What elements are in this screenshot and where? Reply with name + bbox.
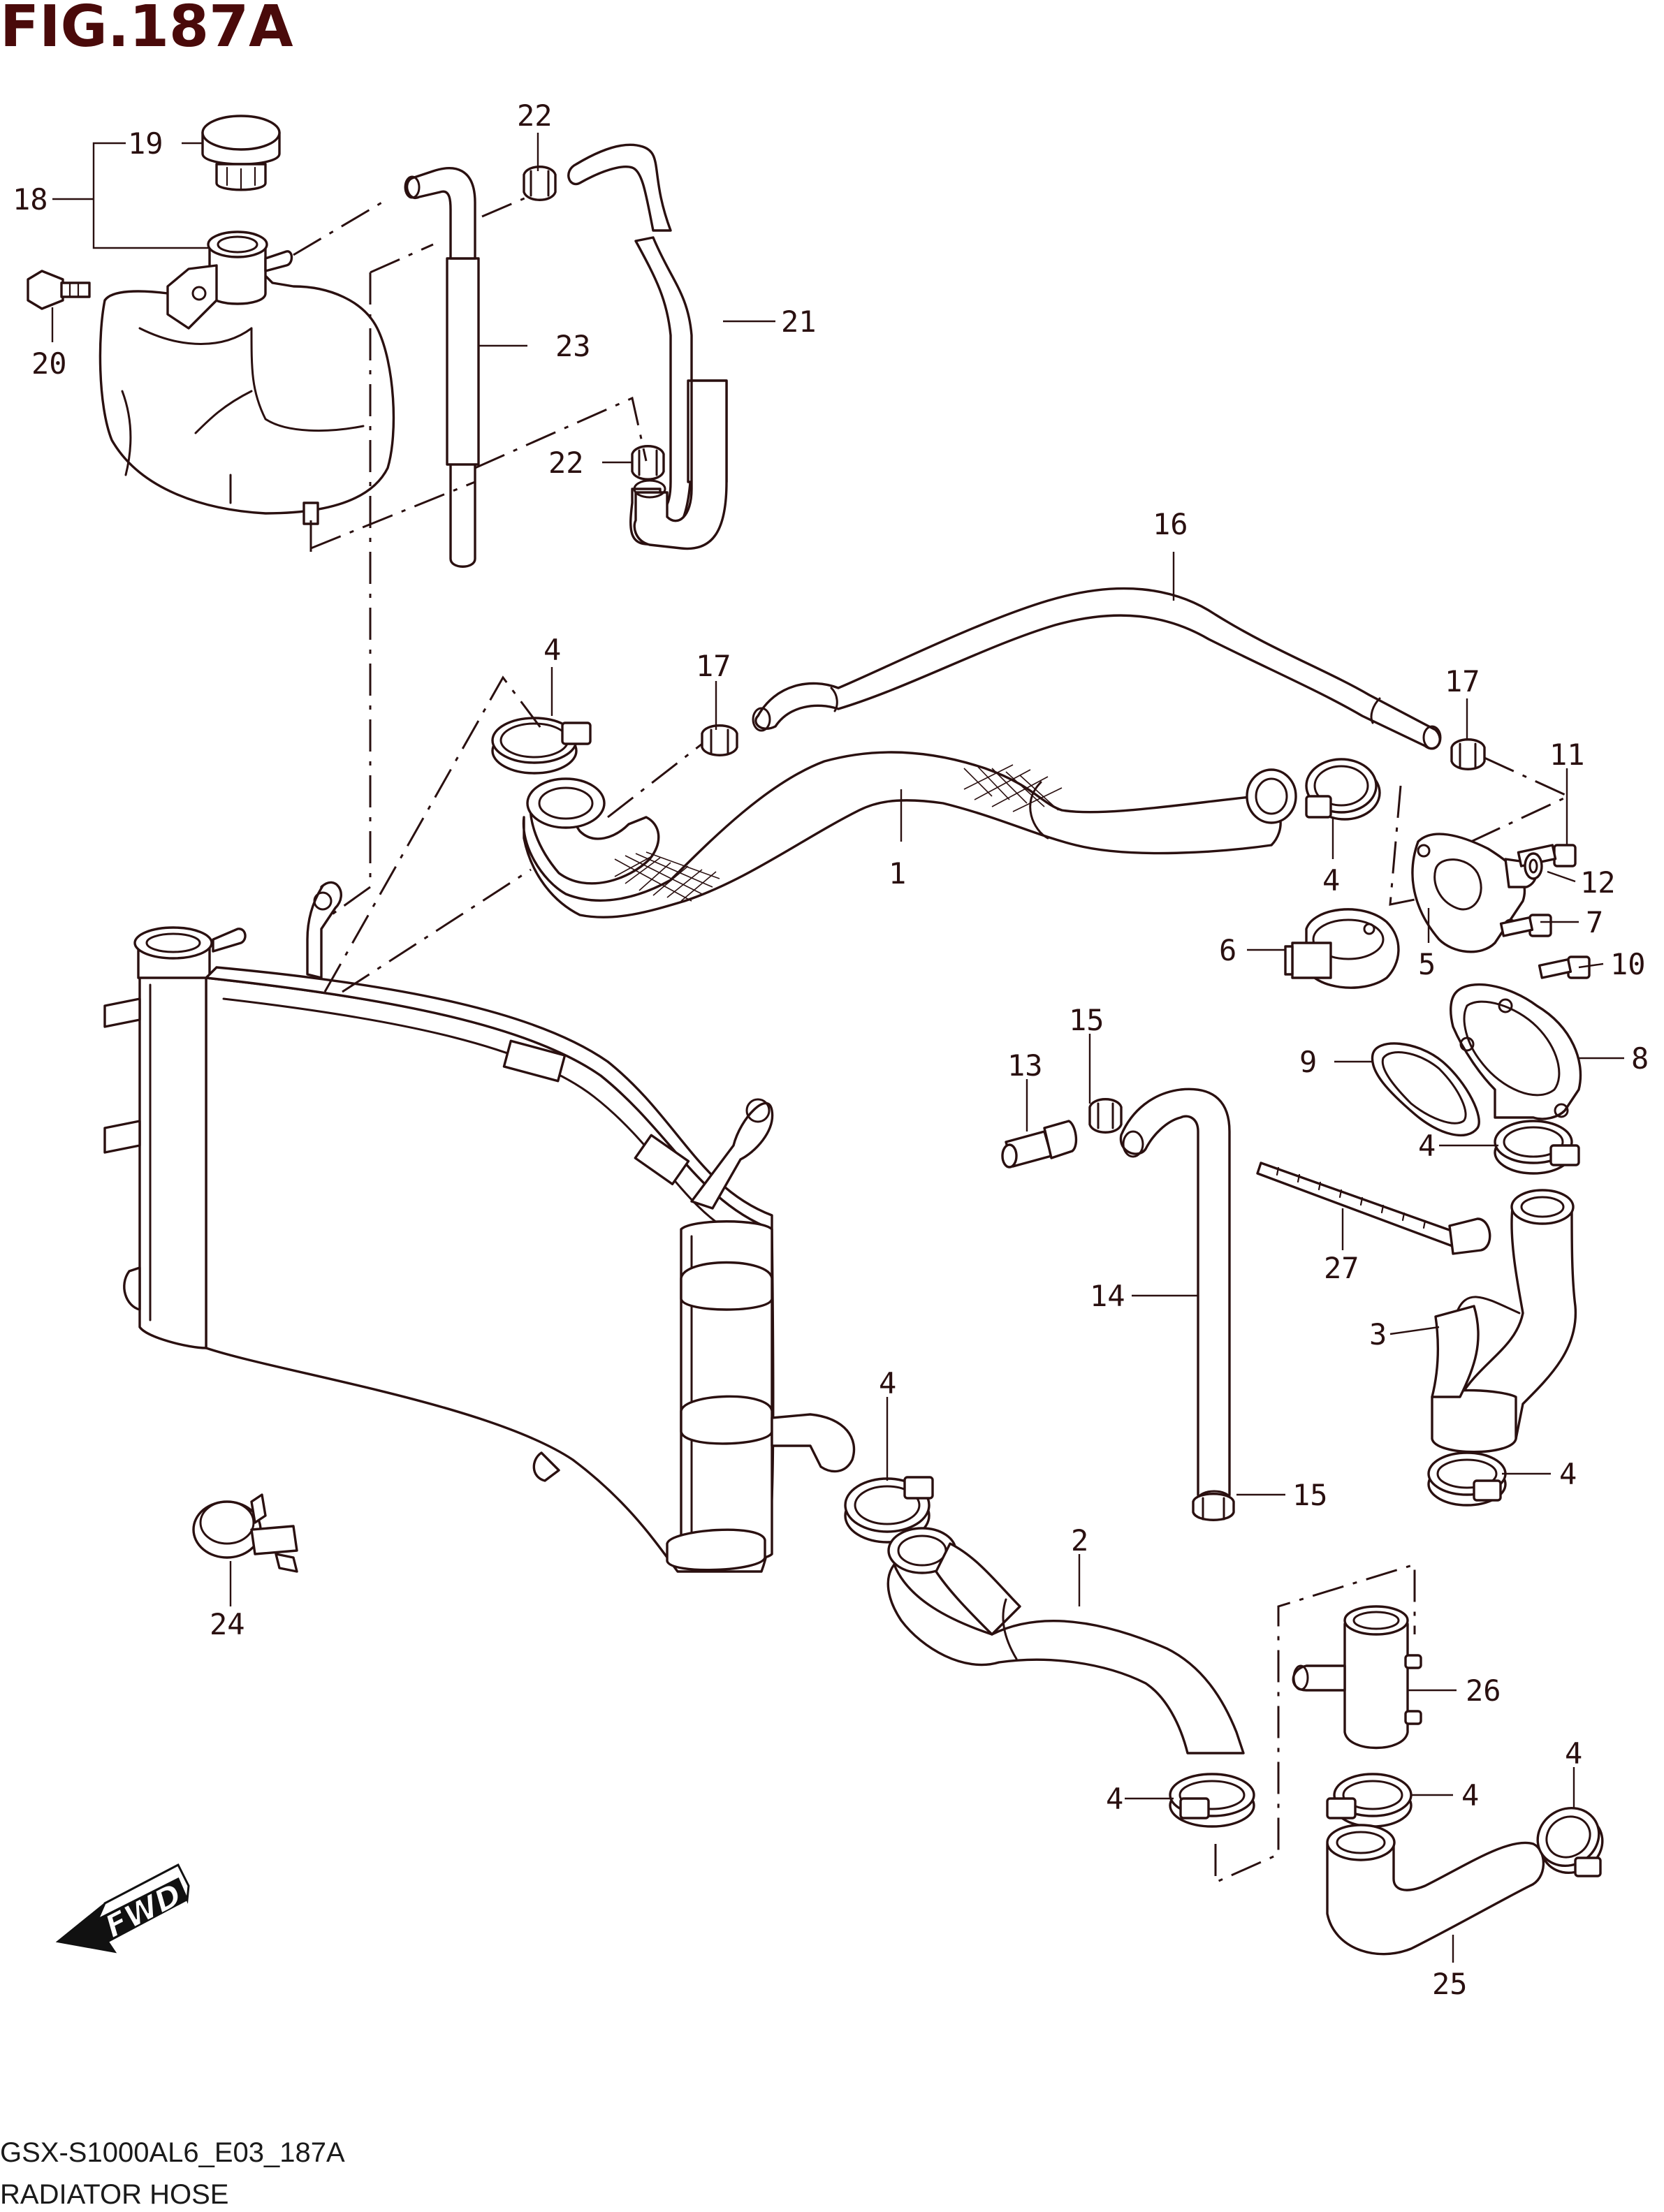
hose-clamp-4-b bbox=[1305, 758, 1381, 821]
leader-lines bbox=[229, 133, 1624, 1963]
figure-caption: RADIATOR HOSE bbox=[0, 2179, 228, 2210]
drain-hose-14 bbox=[1119, 1087, 1231, 1507]
callout-17-right: 17 bbox=[1445, 664, 1480, 698]
bolt-7 bbox=[1499, 914, 1552, 937]
hose-clamp-4-h bbox=[1536, 1806, 1604, 1877]
radiator-hose-1 bbox=[522, 751, 1297, 918]
hose-clip-17-left bbox=[701, 724, 738, 756]
overflow-hose-21 bbox=[567, 143, 728, 550]
callout-6: 6 bbox=[1219, 933, 1236, 967]
callout-27: 27 bbox=[1324, 1251, 1359, 1285]
callout-4-b: 4 bbox=[1322, 863, 1340, 898]
bolt-10 bbox=[1538, 955, 1591, 979]
hose-clip-17-right bbox=[1450, 738, 1486, 770]
hose-bracket-24 bbox=[192, 1493, 298, 1573]
callout-2: 2 bbox=[1071, 1523, 1088, 1558]
water-pipe-26 bbox=[1292, 1605, 1422, 1750]
callout-4-i: 4 bbox=[1565, 1736, 1582, 1771]
callout-12: 12 bbox=[1580, 865, 1616, 900]
callout-20: 20 bbox=[31, 346, 67, 381]
thermostat-6 bbox=[1284, 908, 1400, 989]
callout-9: 9 bbox=[1299, 1045, 1317, 1079]
callout-17-left: 17 bbox=[696, 649, 731, 683]
hose-clamp-4-c bbox=[1494, 1120, 1580, 1175]
callout-15-upper: 15 bbox=[1069, 1003, 1104, 1037]
callout-3: 3 bbox=[1369, 1317, 1387, 1352]
reservoir-cap bbox=[201, 115, 281, 191]
radiator-hose-3 bbox=[1431, 1189, 1577, 1453]
breather-hose-23 bbox=[404, 167, 480, 568]
fwd-arrow-icon: FWD bbox=[55, 1863, 190, 1954]
callout-26: 26 bbox=[1466, 1673, 1501, 1708]
hose-clamp-4-g bbox=[1326, 1773, 1413, 1828]
hose-clip-15-upper bbox=[1088, 1098, 1123, 1134]
callout-10: 10 bbox=[1610, 947, 1646, 981]
tie-strap-27 bbox=[1256, 1162, 1491, 1255]
callout-25: 25 bbox=[1432, 1967, 1468, 2001]
hose-clamp-4-d bbox=[1427, 1451, 1507, 1507]
callout-numbers: 19 18 20 22 21 23 22 16 4 17 17 11 1 4 1… bbox=[13, 98, 1649, 2001]
callout-19: 19 bbox=[128, 126, 163, 161]
callout-11: 11 bbox=[1549, 738, 1585, 772]
callout-23: 23 bbox=[555, 329, 591, 363]
callout-13: 13 bbox=[1007, 1048, 1043, 1083]
radiator-hose-2 bbox=[886, 1527, 1245, 1755]
callout-4-a: 4 bbox=[543, 633, 561, 667]
callout-5: 5 bbox=[1418, 947, 1436, 981]
callout-8: 8 bbox=[1631, 1041, 1649, 1076]
callout-4-d: 4 bbox=[1559, 1457, 1577, 1491]
callout-4-g: 4 bbox=[1461, 1778, 1479, 1812]
callout-21: 21 bbox=[781, 305, 817, 339]
hose-clip-22-upper bbox=[523, 166, 557, 201]
hose-clamp-4-a bbox=[491, 717, 592, 775]
callout-16: 16 bbox=[1153, 507, 1188, 541]
hose-fitting-13 bbox=[1001, 1120, 1078, 1169]
model-code: GSX-S1000AL6_E03_187A bbox=[0, 2137, 345, 2168]
bypass-hose-16 bbox=[752, 587, 1442, 750]
hose-clip-22-lower bbox=[631, 445, 665, 481]
callout-22-upper: 22 bbox=[517, 98, 553, 133]
hose-clamp-4-f bbox=[1169, 1773, 1255, 1828]
reservoir-bolt bbox=[27, 270, 91, 310]
callout-18: 18 bbox=[13, 182, 48, 217]
callout-4-f: 4 bbox=[1106, 1782, 1123, 1816]
hose-clip-15-lower bbox=[1192, 1493, 1235, 1521]
callout-14: 14 bbox=[1090, 1279, 1125, 1313]
reservoir-tank bbox=[98, 230, 395, 525]
callout-15-lower: 15 bbox=[1292, 1478, 1328, 1512]
radiator bbox=[103, 881, 856, 1573]
gasket-9 bbox=[1371, 1042, 1480, 1137]
radiator-hose-25 bbox=[1326, 1824, 1545, 1956]
callout-1: 1 bbox=[889, 856, 906, 891]
figure-title: FIG.187A bbox=[0, 0, 293, 60]
callout-7: 7 bbox=[1586, 905, 1603, 939]
callout-4-e: 4 bbox=[879, 1366, 896, 1400]
callout-4-c: 4 bbox=[1418, 1129, 1436, 1163]
callout-22-lower: 22 bbox=[548, 446, 584, 480]
washer-12 bbox=[1524, 852, 1543, 880]
thermostat-cover-8 bbox=[1450, 983, 1582, 1120]
callout-24: 24 bbox=[210, 1607, 245, 1641]
